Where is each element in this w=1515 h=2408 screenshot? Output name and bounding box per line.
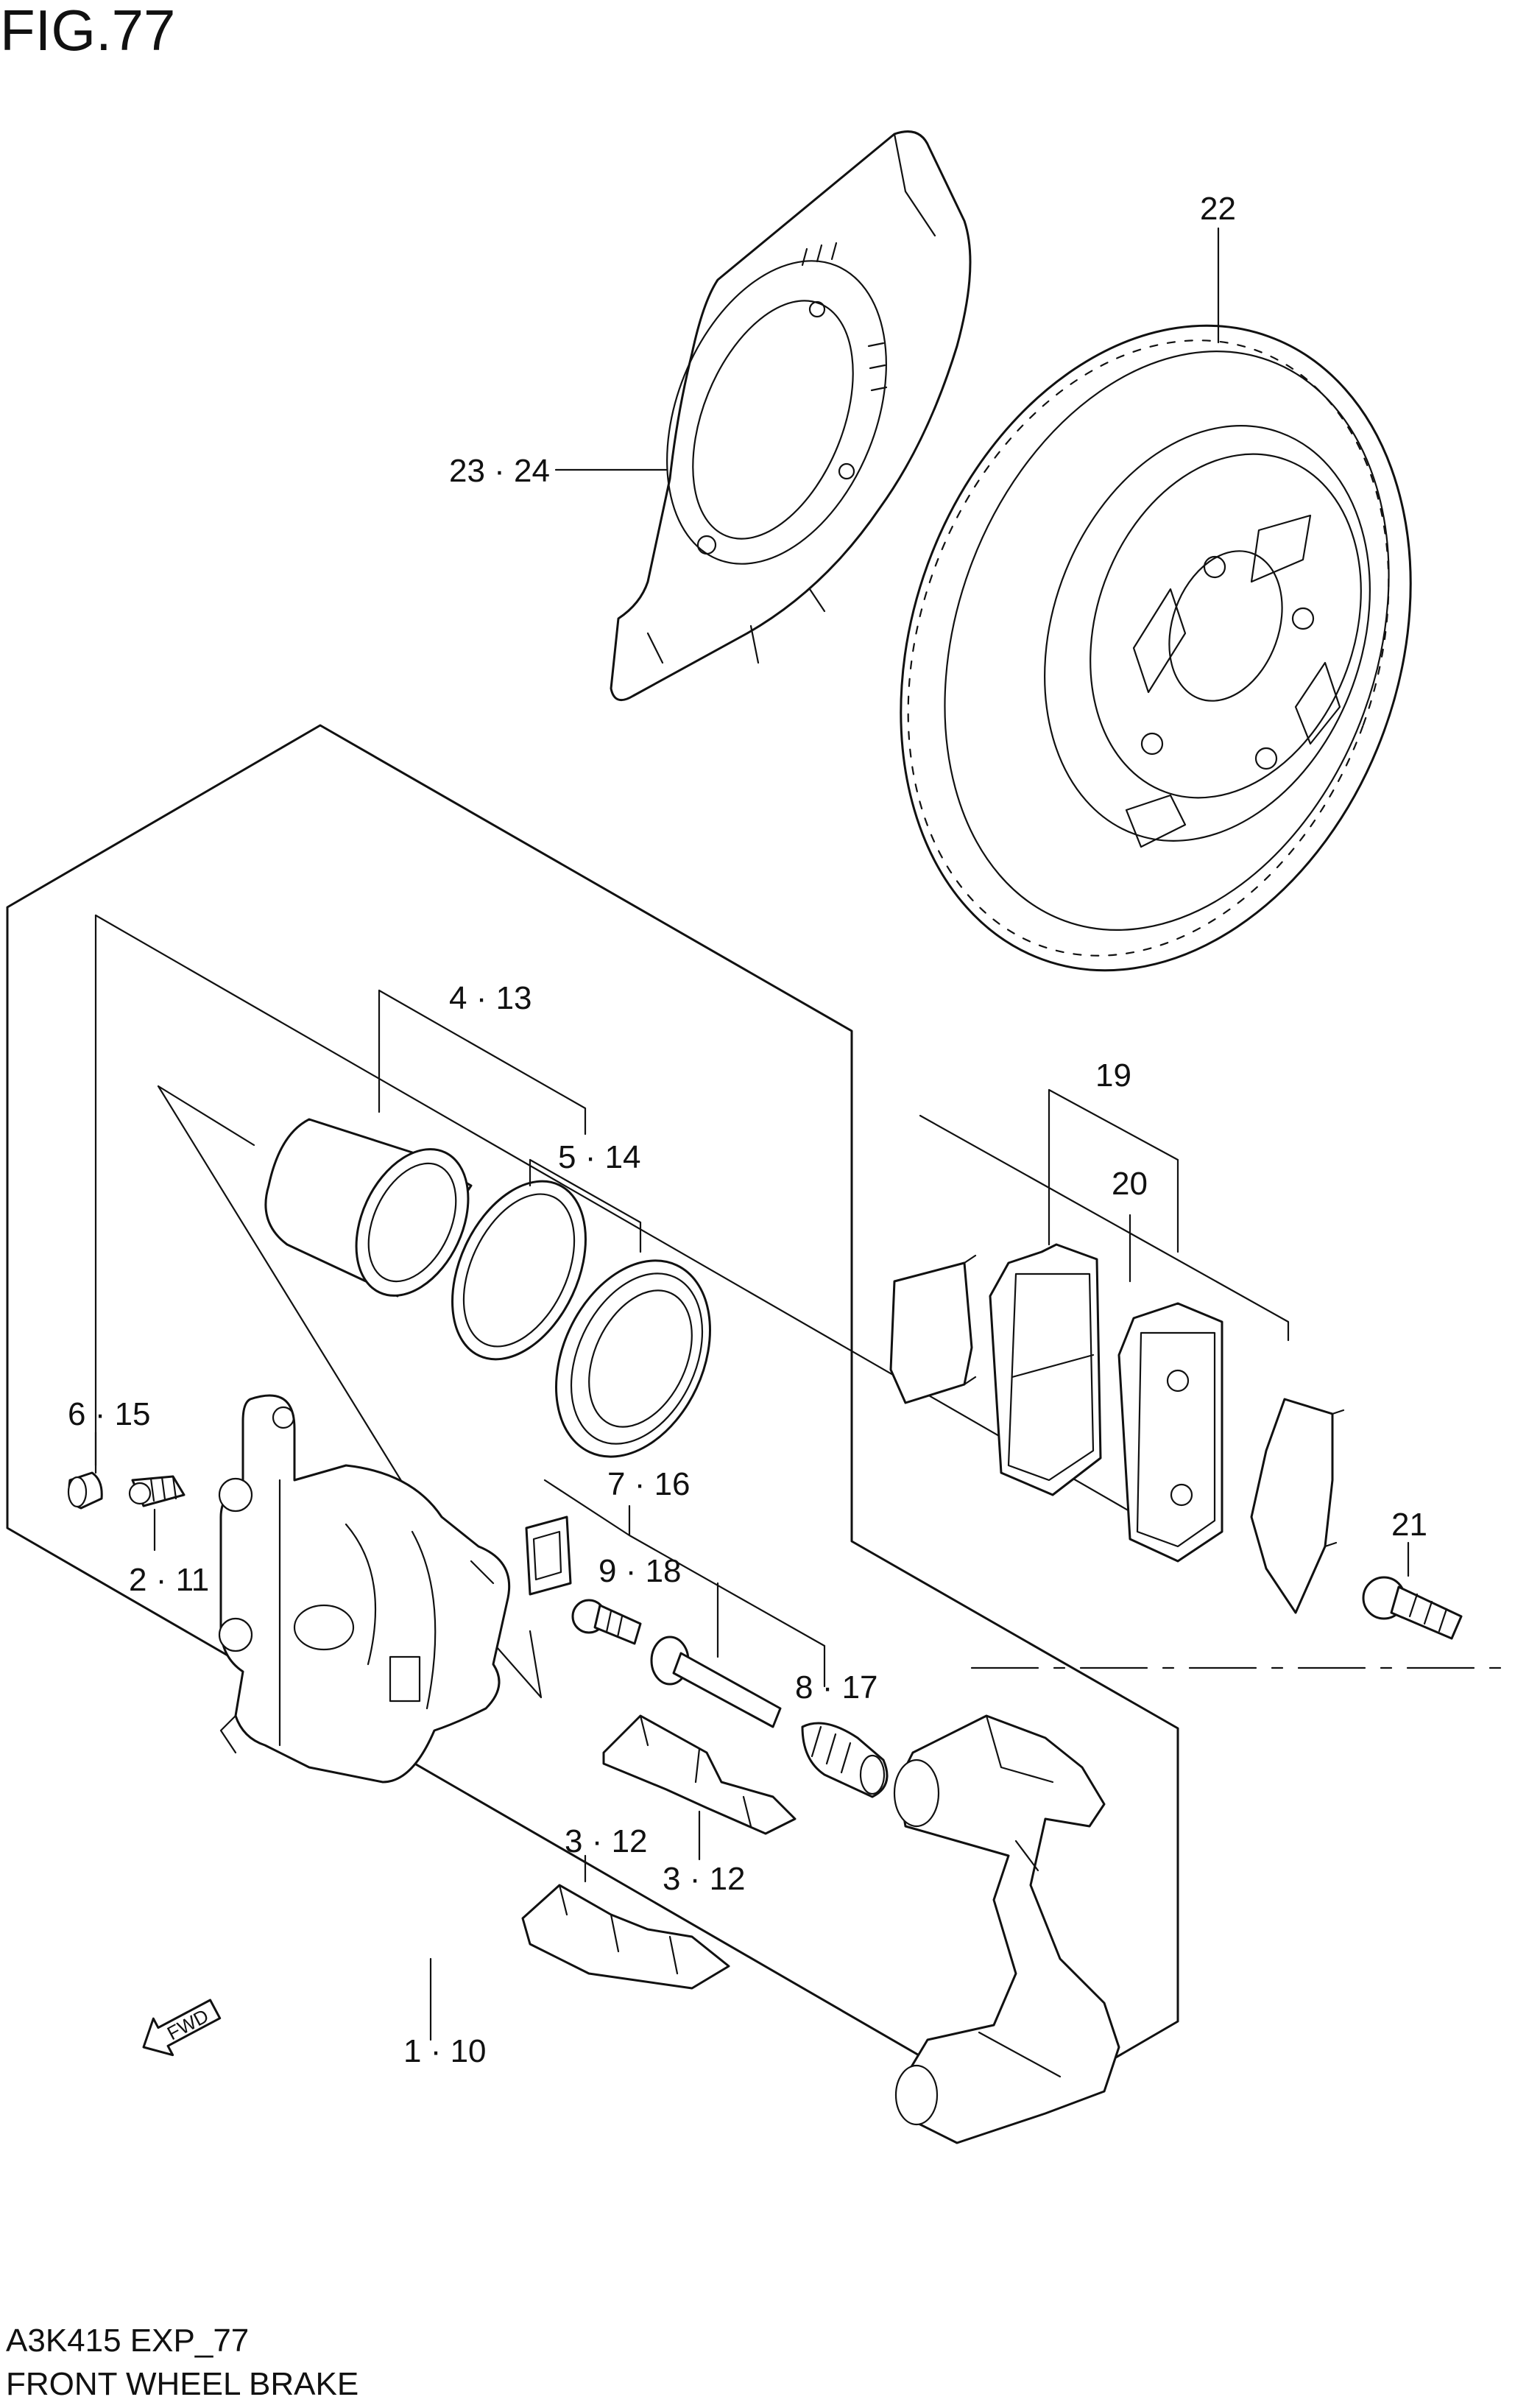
figure-title: FIG.77 bbox=[0, 0, 175, 63]
footer-code: A3K415 EXP_77 bbox=[6, 2323, 249, 2359]
callout-7-16: 7 · 16 bbox=[607, 1466, 691, 1502]
guide-bolt-upper bbox=[571, 1599, 642, 1645]
piston-guide-lines bbox=[157, 1085, 543, 1699]
callout-20: 20 bbox=[1112, 1166, 1148, 1202]
callout-8-17: 8 · 17 bbox=[795, 1669, 878, 1705]
brake-disc bbox=[900, 324, 1412, 972]
callout-2-11: 2 · 11 bbox=[129, 1562, 209, 1598]
callout-5-14: 5 · 14 bbox=[558, 1139, 641, 1175]
dust-shield bbox=[610, 130, 972, 702]
leader-4-13 bbox=[378, 989, 587, 1136]
callout-3-12-b: 3 · 12 bbox=[663, 1861, 746, 1897]
guide-pin-cap bbox=[525, 1515, 572, 1596]
leader-5-14 bbox=[529, 1158, 642, 1253]
bracket-bolt bbox=[1362, 1576, 1463, 1640]
brake-pad-inner bbox=[1117, 1302, 1223, 1563]
pad-shim-outer bbox=[889, 1254, 977, 1404]
callout-21: 21 bbox=[1391, 1507, 1427, 1543]
callout-19: 19 bbox=[1095, 1057, 1131, 1094]
leader-19 bbox=[1048, 1088, 1179, 1253]
piston-boot bbox=[555, 1259, 711, 1458]
caliper-bracket bbox=[893, 1714, 1120, 2144]
piston-seal-ring bbox=[451, 1180, 587, 1361]
footer-name: FRONT WHEEL BRAKE bbox=[6, 2366, 359, 2402]
fwd-arrow-icon: FWD bbox=[142, 1999, 222, 2057]
brake-pad-outer bbox=[989, 1243, 1102, 1496]
callout-3-12-a: 3 · 12 bbox=[565, 1823, 648, 1859]
assembly-frame-inner bbox=[94, 914, 1176, 1538]
callout-1-10: 1 · 10 bbox=[403, 2033, 487, 2069]
callout-4-13: 4 · 13 bbox=[449, 980, 532, 1016]
guide-pin-boot bbox=[801, 1722, 889, 1798]
pad-shim-inner bbox=[1250, 1398, 1345, 1614]
fwd-label: FWD bbox=[163, 2004, 212, 2044]
bleeder-cap bbox=[67, 1471, 103, 1510]
bleeder-screw bbox=[128, 1475, 186, 1507]
guide-pin bbox=[650, 1636, 782, 1728]
callout-23-24: 23 · 24 bbox=[449, 453, 550, 489]
caliper-body bbox=[218, 1394, 511, 1784]
leader-20 bbox=[919, 1114, 1290, 1342]
caliper-piston bbox=[264, 1118, 473, 1298]
pad-clip-upper bbox=[602, 1714, 797, 1835]
leader-7-16 bbox=[543, 1479, 826, 1688]
callout-9-18: 9 · 18 bbox=[598, 1553, 682, 1589]
callout-22: 22 bbox=[1200, 191, 1236, 227]
pad-clip-lower bbox=[521, 1884, 730, 1990]
callout-6-15: 6 · 15 bbox=[68, 1396, 151, 1432]
